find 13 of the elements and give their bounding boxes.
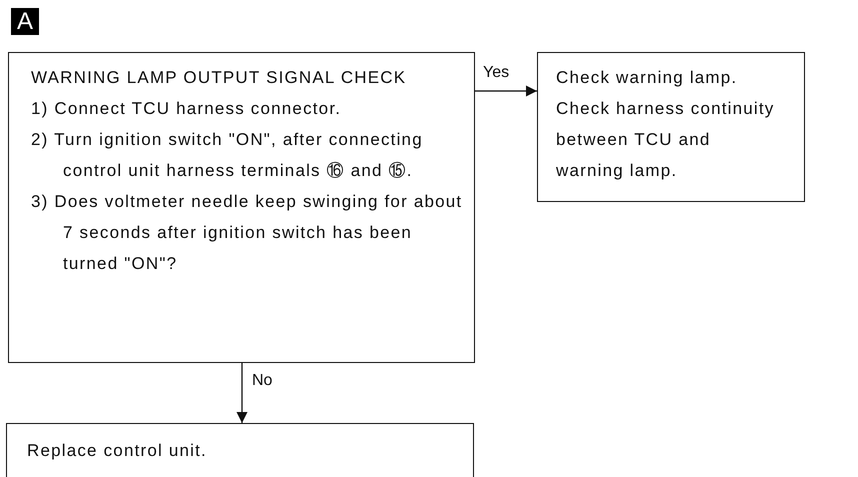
- step-text: 3) Does voltmeter needle keep swinging for about 7 seconds after ignition switch has been turned "ON"?: [31, 191, 464, 275]
- process-box: [8, 52, 475, 363]
- arrow: [475, 86, 537, 96]
- section-badge: A: [11, 8, 39, 35]
- box-text: Check warning lamp.: [556, 67, 738, 89]
- box-heading: WARNING LAMP OUTPUT SIGNAL CHECK: [31, 67, 408, 89]
- step-text: 1) Connect TCU harness connector.: [31, 98, 342, 120]
- box-text: Check harness continuity between TCU and warning lamp.: [556, 98, 776, 182]
- step-text: 2) Turn ignition switch "ON", after connecting control unit harness terminals ⑯ and ⑮.: [31, 129, 424, 182]
- process-box: [537, 52, 805, 202]
- process-box: [6, 423, 474, 477]
- arrow: [236, 363, 248, 423]
- box-text: Replace control unit.: [27, 440, 208, 462]
